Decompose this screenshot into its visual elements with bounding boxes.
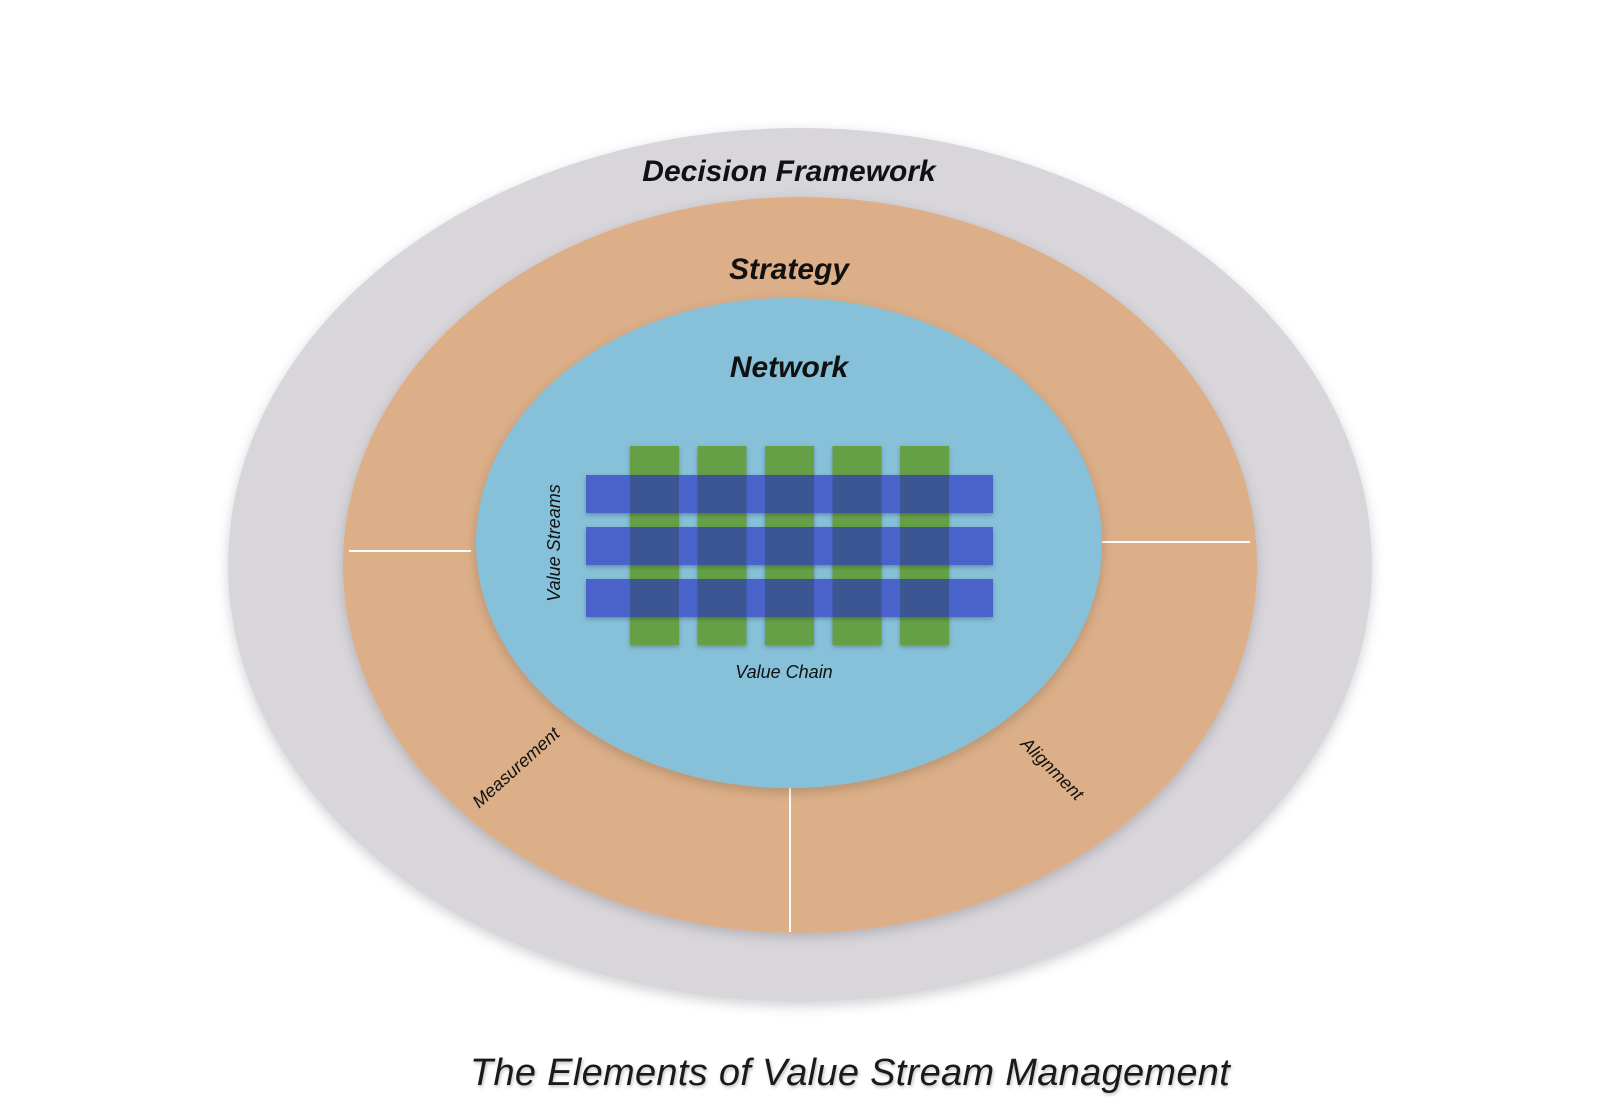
grid-overlap-cell (765, 579, 814, 617)
grid-overlap-cell (697, 475, 747, 513)
grid-overlap-cell (765, 527, 814, 565)
strategy-title: Strategy (729, 253, 850, 286)
grid-overlap-cell (630, 579, 679, 617)
grid-overlap-cell (832, 527, 882, 565)
network-title: Network (730, 351, 850, 384)
grid-overlap-cell (900, 579, 949, 617)
grid-overlap-cell (900, 475, 949, 513)
grid-overlap-cell (765, 475, 814, 513)
grid-overlap-cell (832, 475, 882, 513)
grid-overlap-cell (697, 579, 747, 617)
value-grid (586, 446, 993, 645)
value-streams-label: Value Streams (544, 484, 564, 601)
grid-overlap-cell (832, 579, 882, 617)
decision-framework-title: Decision Framework (642, 155, 937, 188)
grid-overlap-cell (630, 527, 679, 565)
value-chain-label: Value Chain (735, 662, 832, 682)
grid-overlap-cell (630, 475, 679, 513)
grid-overlap-cell (900, 527, 949, 565)
grid-overlap-cell (697, 527, 747, 565)
